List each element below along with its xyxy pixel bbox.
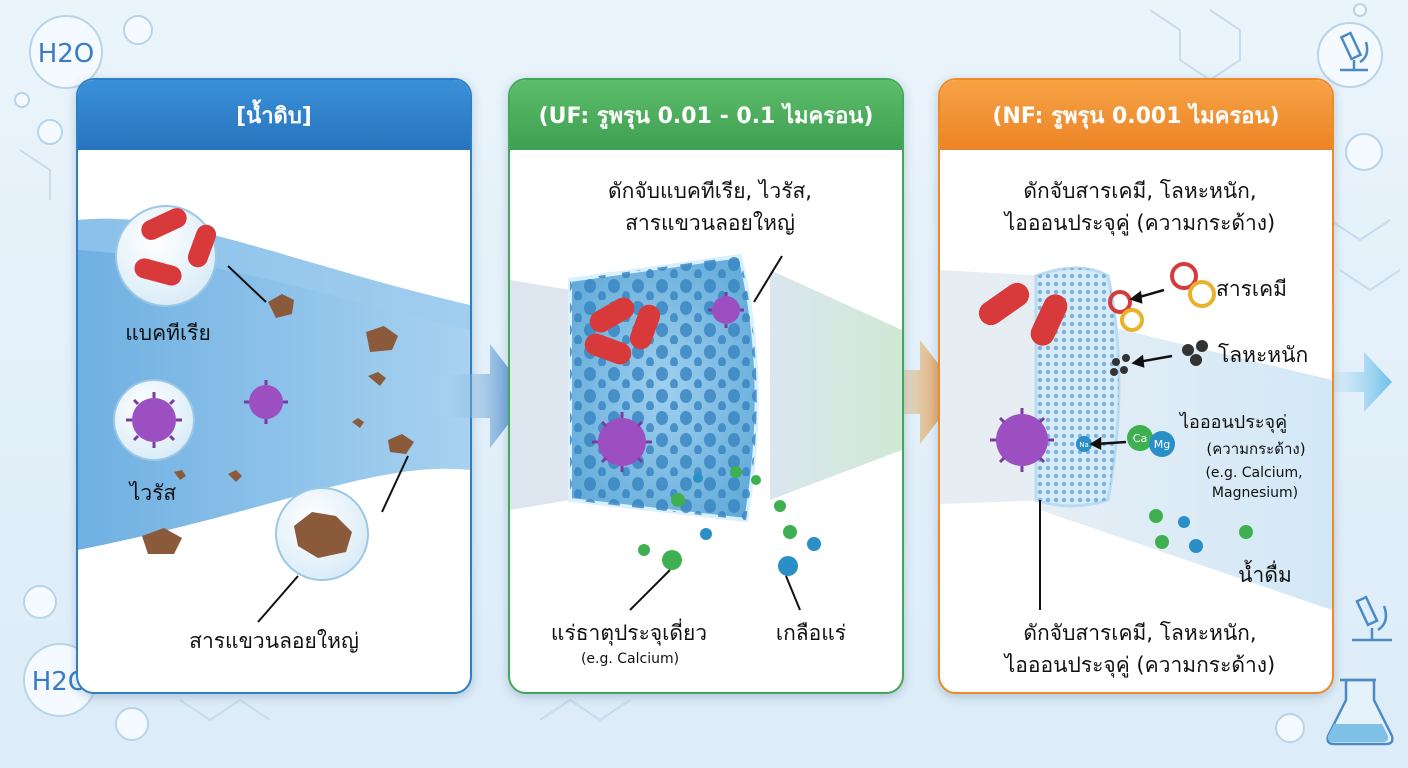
nf-desc-bottom-line2: ไอออนประจุคู่ (ความกระด้าง) — [1004, 653, 1276, 677]
flask-icon — [1326, 678, 1394, 746]
nf-membrane-illustration: Na Ca Mg — [940, 262, 1332, 610]
h2o-bubble-icon: H2O — [38, 39, 95, 69]
bacteria-bubble — [115, 205, 217, 307]
bacteria-cell — [134, 258, 182, 286]
flow-arrow-icon — [430, 344, 530, 448]
uf-membrane-illustration — [510, 253, 902, 611]
panel-nf: (NF: รูพรุน 0.001 ไมครอน) — [938, 78, 1334, 694]
label-bacteria: แบคทีเรีย — [125, 321, 211, 345]
virus-particle — [592, 412, 652, 472]
bacteria-cell — [589, 297, 635, 333]
uf-membrane-pores — [570, 256, 757, 520]
label-hardness: (ความกระด้าง) — [1206, 440, 1306, 458]
bacteria-cell — [584, 333, 632, 365]
label-minerals-example: (e.g. Calcium) — [580, 651, 680, 667]
ion-mg-label: Mg — [1154, 438, 1170, 451]
label-divalent-ions: ไอออนประจุคู่ — [1180, 412, 1288, 433]
raw-water-illustration — [78, 205, 470, 623]
ion-na-label: Na — [1079, 441, 1089, 449]
bacteria-cell — [1030, 294, 1068, 346]
flow-arrow-icon — [860, 340, 960, 444]
uf-desc-line2: สารแขวนลอยใหญ่ — [625, 211, 795, 235]
microscope-icon — [1339, 31, 1369, 72]
uf-inflow — [510, 280, 570, 510]
panel-uf: (UF: รูพรุน 0.01 - 0.1 ไมครอน) — [508, 78, 904, 694]
bacteria-cell — [141, 208, 187, 240]
label-heavy-metals: โลหะหนัก — [1218, 343, 1309, 367]
virus-particle — [708, 292, 744, 328]
suspended-particles — [142, 294, 414, 554]
pointer-arrows — [1089, 288, 1173, 451]
label-suspended-solids: สารแขวนลอยใหญ่ — [189, 629, 359, 653]
label-example-1: (e.g. Calcium, — [1205, 465, 1303, 481]
virus-particle — [126, 392, 182, 448]
heavy-metal-dots — [1110, 340, 1208, 376]
microscope-icon — [1352, 595, 1392, 642]
panel-raw-water: [น้ำดิบ] — [76, 78, 472, 694]
label-monovalent-minerals: แร่ธาตุประจุเดี่ยว — [550, 621, 708, 645]
bubbles — [14, 3, 1383, 743]
nf-desc-bottom-line1: ดักจับสารเคมี, โลหะหนัก, — [1023, 621, 1257, 645]
ion-ca-label: Ca — [1133, 432, 1147, 445]
bacteria-cell — [978, 282, 1030, 326]
bacteria-cell — [629, 304, 661, 350]
label-drinking-water: น้ำดื่ม — [1238, 563, 1292, 587]
panel-uf-title: (UF: รูพรุน 0.01 - 0.1 ไมครอน) — [510, 80, 902, 150]
nf-desc-top-line1: ดักจับสารเคมี, โลหะหนัก, — [1023, 179, 1257, 203]
panel-nf-title: (NF: รูพรุน 0.001 ไมครอน) — [940, 80, 1332, 150]
suspended-solid — [294, 512, 352, 558]
drinking-water-ions — [1149, 509, 1253, 553]
flow-arrow-icon — [1320, 352, 1392, 412]
label-chemicals: สารเคมี — [1216, 277, 1287, 301]
mineral-ions — [638, 466, 821, 576]
label-virus: ไวรัส — [129, 481, 177, 505]
panel-raw-title: [น้ำดิบ] — [78, 80, 470, 150]
nf-desc-top-line2: ไอออนประจุคู่ (ความกระด้าง) — [1004, 211, 1276, 235]
divalent-ions — [1076, 425, 1175, 457]
uf-desc-line1: ดักจับแบคทีเรีย, ไวรัส, — [608, 179, 812, 203]
uf-outflow — [770, 270, 902, 500]
chemical-rings — [1108, 262, 1216, 332]
bacteria-cell — [187, 224, 217, 268]
virus-particle — [244, 380, 288, 424]
label-example-2: Magnesium) — [1211, 485, 1299, 501]
label-salt-minerals: เกลือแร่ — [775, 621, 847, 645]
virus-particle — [990, 408, 1054, 472]
